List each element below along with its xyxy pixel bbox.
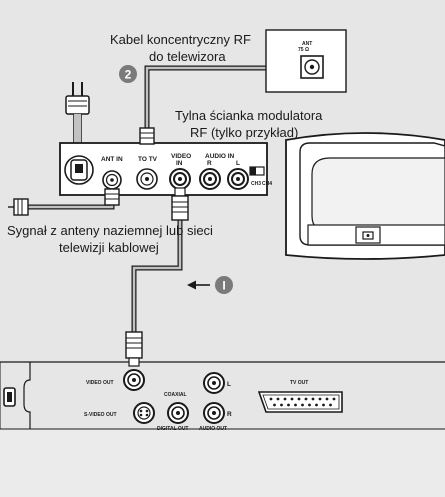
signal-label-line1: Sygnał z anteny naziemnej lub sieci [7, 223, 213, 238]
audio-in-label: AUDIO IN [205, 153, 235, 160]
audio-r-label: R [207, 160, 212, 167]
audio-l-out-label: L [227, 381, 231, 388]
scart-pin [294, 403, 297, 407]
scart-pin [276, 397, 280, 401]
tv-ant-impedance: 75 Ω [298, 47, 309, 53]
modulator-label-line1: Tylna ścianka modulatora [175, 108, 323, 123]
scart-pin [332, 397, 336, 401]
ant-in-label: ANT IN [101, 156, 123, 163]
scart-pin [308, 403, 311, 407]
scart-pin [280, 403, 283, 407]
scart-pin [318, 397, 322, 401]
scart-pin [283, 397, 287, 401]
video-in-label-1: VIDEO [171, 153, 191, 160]
to-tv-label: TO TV [138, 156, 158, 163]
rf-cable-label-line1: Kabel koncentryczny RF [110, 32, 251, 47]
video-out-label: VIDEO OUT [86, 380, 114, 386]
lower-panel [0, 429, 445, 497]
audio-out-r-jack-icon [203, 402, 225, 424]
step-1-number: I [222, 279, 225, 293]
scart-pin [273, 403, 276, 407]
scart-pin [304, 397, 308, 401]
rf-cable-label-line2: do telewizora [149, 49, 226, 64]
signal-label: Sygnał z anteny naziemnej lub sieci tele… [7, 223, 213, 255]
video-in-label-2: IN [176, 160, 183, 167]
step-1-badge: I [215, 276, 233, 294]
scart-pin [329, 403, 332, 407]
audio-out-label: AUDIO OUT [199, 426, 227, 432]
player-back-panel: VIDEO OUT S-VIDEO OUT COAXIAL DIGITAL OU… [0, 362, 343, 432]
video-out-jack-icon [123, 369, 145, 391]
to-tv-connector-icon [136, 168, 158, 190]
scart-pin [301, 403, 304, 407]
power-plug-icon [65, 82, 90, 160]
rf-cable-label: Kabel koncentryczny RF do telewizora [110, 32, 251, 64]
tv-out-label: TV OUT [290, 380, 308, 386]
digital-out-label: DIGITAL OUT [157, 426, 188, 432]
scart-pin [325, 397, 329, 401]
audio-in-l-jack-icon [227, 168, 249, 190]
scart-pin [290, 397, 294, 401]
video-in-jack-icon [169, 168, 191, 190]
scart-connector-icon [257, 391, 343, 413]
channel-switch-icon [249, 166, 265, 176]
signal-label-line2: telewizji kablowej [59, 240, 159, 255]
audio-l-label: L [236, 160, 240, 167]
scart-pin [322, 403, 325, 407]
scart-pins [269, 397, 336, 407]
step-2-badge: 2 [119, 65, 137, 83]
audio-in-r-jack-icon [199, 168, 221, 190]
tv-ant-label: ANT [302, 41, 312, 47]
scart-pin [287, 403, 290, 407]
modulator-label-line2: RF (tylko przykład) [190, 125, 298, 140]
s-video-out-label: S-VIDEO OUT [84, 412, 117, 418]
scart-pin [311, 397, 315, 401]
audio-r-out-label: R [227, 411, 232, 418]
ch4-label: CH4 [262, 181, 272, 187]
scart-pin [269, 397, 273, 401]
television-icon [285, 132, 445, 260]
scart-pin [297, 397, 301, 401]
s-video-out-jack-icon [133, 402, 155, 424]
step-2-number: 2 [125, 68, 132, 82]
modulator-label: Tylna ścianka modulatora RF (tylko przyk… [175, 108, 323, 140]
coaxial-label: COAXIAL [164, 392, 187, 398]
rf-modulator: ANT IN TO TV VIDEO IN AUDIO IN R L CH3 C… [59, 142, 272, 196]
antenna-cable [8, 188, 120, 216]
tv-antenna-panel: ANT 75 Ω [265, 29, 347, 93]
ant-in-connector-icon [102, 170, 122, 190]
video-cable [125, 187, 189, 367]
coaxial-out-jack-icon [167, 402, 189, 424]
scart-pin [315, 403, 318, 407]
step-1-arrow-icon [187, 280, 210, 290]
audio-out-l-jack-icon [203, 372, 225, 394]
power-socket-icon [64, 155, 94, 185]
ch3-label: CH3 [251, 181, 261, 187]
